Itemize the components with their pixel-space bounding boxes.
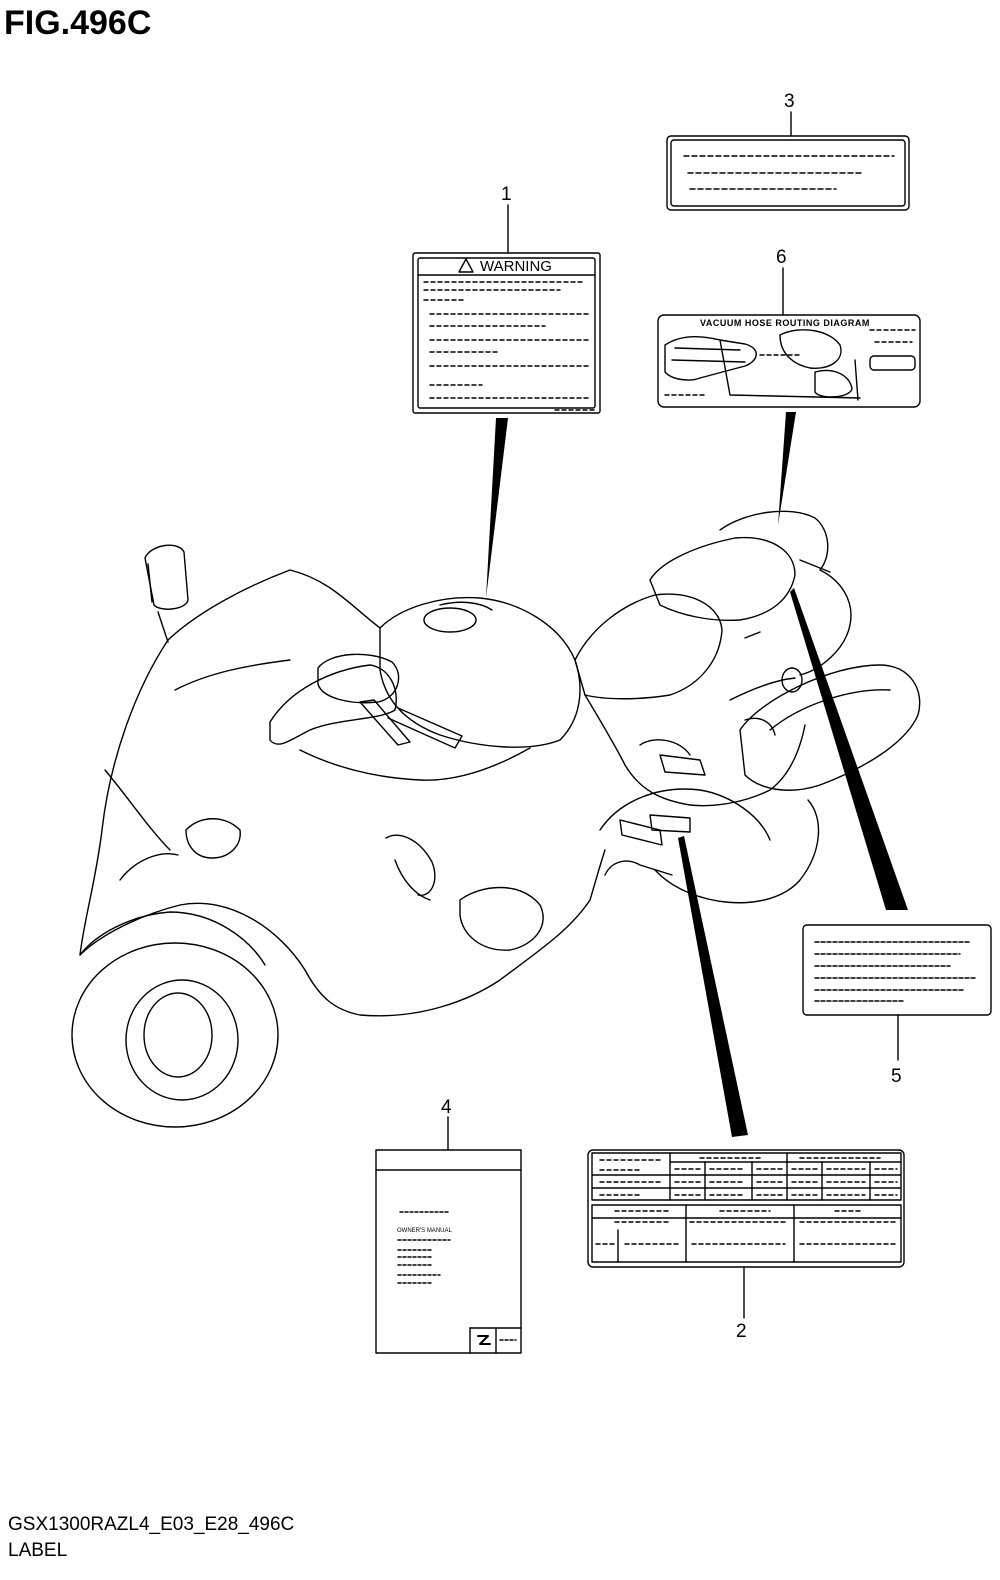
callout-number-1: 1 xyxy=(501,184,512,205)
leader-1 xyxy=(486,418,508,598)
warning-triangle-icon xyxy=(458,258,474,273)
owners-manual-title: OWNER'S MANUAL xyxy=(397,1228,452,1234)
fuel-tank xyxy=(379,596,581,748)
leader-6 xyxy=(778,412,796,525)
right-mirror xyxy=(317,653,400,704)
vacuum-hose-label xyxy=(657,314,921,408)
front-wheel xyxy=(71,942,279,1128)
callout-number-4: 4 xyxy=(441,1097,452,1118)
handlebar xyxy=(359,699,411,746)
left-mirror xyxy=(144,544,189,610)
label-5 xyxy=(802,924,992,1016)
rider-seat xyxy=(574,593,723,700)
pillion-seat xyxy=(649,536,796,622)
callout-lines xyxy=(447,111,899,1319)
front-fairing xyxy=(79,639,606,1017)
callout-number-6: 6 xyxy=(776,247,787,268)
warning-label-title: WARNING xyxy=(480,258,552,275)
front-brake-disc xyxy=(143,992,213,1078)
label-2 xyxy=(587,1149,905,1268)
owners-manual xyxy=(375,1149,522,1354)
label-3 xyxy=(666,135,910,211)
model-code: GSX1300RAZL4_E03_E28_496C xyxy=(8,1514,295,1535)
tail-cowl xyxy=(719,510,852,676)
figure-title: FIG.496C xyxy=(4,4,152,42)
leader-2 xyxy=(678,836,748,1137)
diagram-caption: LABEL xyxy=(8,1540,68,1561)
rear-wheel xyxy=(654,799,820,904)
leader-wedges xyxy=(486,412,908,1137)
leader-5 xyxy=(790,588,908,910)
vacuum-label-title: VACUUM HOSE ROUTING DIAGRAM xyxy=(700,318,870,328)
front-fender xyxy=(79,911,266,966)
front-wheel-rim xyxy=(125,979,239,1101)
suzuki-logo-icon xyxy=(477,1335,491,1345)
motorcycle-outline xyxy=(71,510,921,1128)
fuel-cap xyxy=(423,607,477,633)
callout-number-2: 2 xyxy=(736,1321,747,1342)
warning-label xyxy=(412,252,601,414)
callout-number-3: 3 xyxy=(784,91,795,112)
callout-number-5: 5 xyxy=(891,1066,902,1087)
